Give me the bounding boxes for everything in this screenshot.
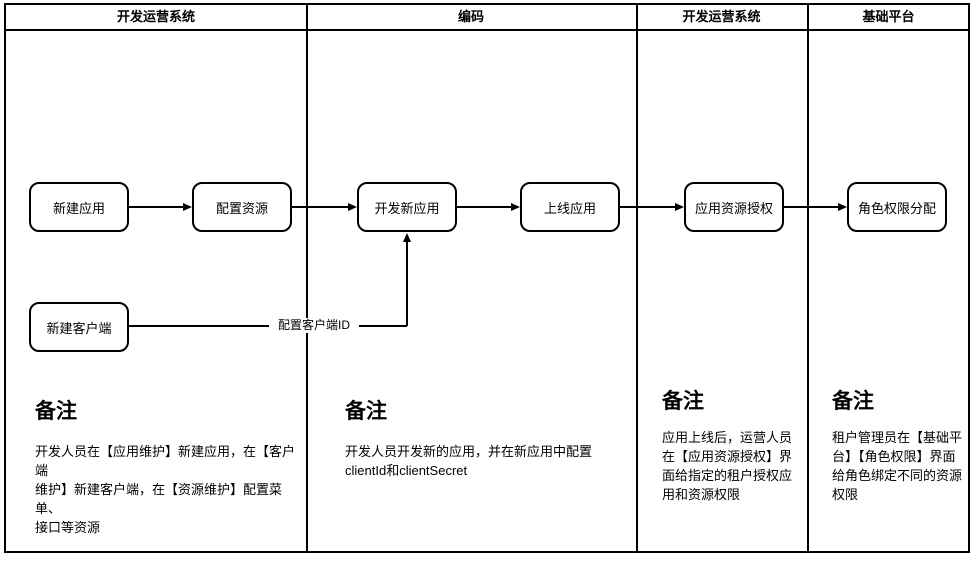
note-body: 开发人员开发新的应用，并在新应用中配置 clientId和clientSecre… [345,444,593,478]
edge-label-config-client-id: 配置客户端ID [269,318,359,333]
node-create-app[interactable]: 新建应用 [29,182,129,232]
arrow-head-icon [348,203,357,211]
lane-header-divider [6,29,968,31]
node-launch-app[interactable]: 上线应用 [520,182,620,232]
node-create-client[interactable]: 新建客户端 [29,302,129,352]
node-develop-new-app[interactable]: 开发新应用 [357,182,457,232]
arrow-head-icon [838,203,847,211]
swimlane-frame: 开发运营系统 编码 开发运营系统 基础平台 新建应用 配置资源 开发新应用 上线… [4,3,970,553]
node-label: 新建应用 [52,200,105,216]
lane-divider [636,5,638,551]
note-title: 备注 [832,390,874,413]
arrow-head-icon [183,203,192,211]
lane-header-devops-1: 开发运营系统 [116,9,195,24]
node-app-resource-auth[interactable]: 应用资源授权 [684,182,784,232]
lane-divider [306,5,308,551]
node-config-resource[interactable]: 配置资源 [192,182,292,232]
note-body: 开发人员在【应用维护】新建应用，在【客户端 维护】新建客户端，在【资源维护】配置… [35,444,296,535]
node-label: 上线应用 [543,200,596,216]
node-label: 配置资源 [215,200,268,216]
note-title: 备注 [662,390,704,413]
node-label: 开发新应用 [374,200,440,216]
note-title: 备注 [345,400,387,423]
lane-header-platform: 基础平台 [862,9,915,24]
node-label: 角色权限分配 [857,200,936,216]
note-body: 租户管理员在【基础平 台】【角色权限】界面 给角色绑定不同的资源 权限 [832,430,963,502]
arrow-head-icon [675,203,684,211]
node-label: 新建客户端 [46,320,112,336]
lane-header-coding: 编码 [457,9,484,24]
node-role-permission-assign[interactable]: 角色权限分配 [847,182,947,232]
note-body: 应用上线后，运营人员 在【应用资源授权】界 面给指定的租户授权应 用和资源权限 [662,430,793,502]
arrow-head-icon [403,233,411,242]
note-title: 备注 [35,400,77,423]
lane-header-devops-2: 开发运营系统 [682,9,761,24]
node-label: 应用资源授权 [694,200,773,216]
lane-divider [807,5,809,551]
arrow-head-icon [511,203,520,211]
